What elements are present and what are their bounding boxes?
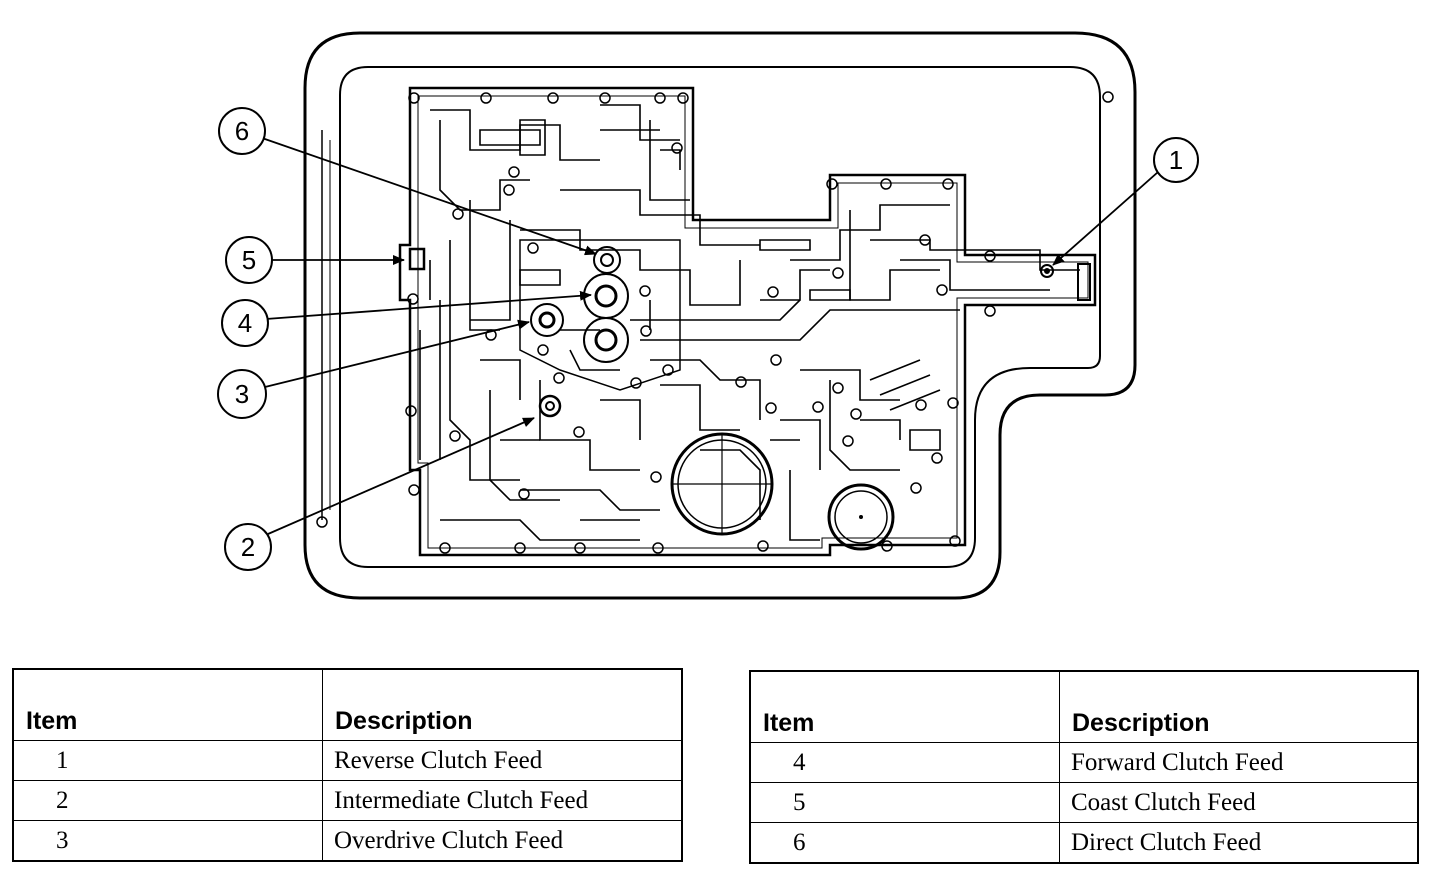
table-row: 4 Forward Clutch Feed: [749, 742, 1419, 783]
item-column-header: Item: [12, 668, 323, 741]
description-column-header: Description: [322, 668, 683, 741]
description-column-header: Description: [1059, 670, 1419, 743]
servo-bosses: [519, 239, 681, 418]
table-row: 2 Intermediate Clutch Feed: [12, 780, 683, 821]
callout-1: 1: [1153, 137, 1199, 183]
pan-inner-outline: [339, 66, 1101, 568]
legend-table-left: Item Description 1 Reverse Clutch Feed 2…: [12, 668, 683, 862]
leader-lines: [261, 137, 1159, 535]
table-row: 5 Coast Clutch Feed: [749, 782, 1419, 823]
svg-text:2: 2: [241, 532, 255, 562]
item-description: Reverse Clutch Feed: [322, 740, 683, 781]
item-number: 6: [749, 822, 1060, 864]
item-description: Intermediate Clutch Feed: [322, 780, 683, 821]
svg-text:3: 3: [235, 379, 249, 409]
callout-5: 5: [225, 236, 273, 284]
callout-3: 3: [217, 369, 267, 419]
item-number: 4: [749, 742, 1060, 783]
callout-2: 2: [224, 523, 272, 571]
item-number: 1: [12, 740, 323, 781]
item-description: Coast Clutch Feed: [1059, 782, 1419, 823]
valve-body-plate: [398, 86, 1097, 557]
table-header-row: Item Description: [749, 670, 1419, 743]
item-column-header: Item: [749, 670, 1060, 743]
svg-text:5: 5: [242, 245, 256, 275]
pan-outer-outline: [303, 31, 1137, 600]
table-row: 1 Reverse Clutch Feed: [12, 740, 683, 781]
item-number: 2: [12, 780, 323, 821]
accumulator-bores: [670, 432, 895, 551]
legend-table-right: Item Description 4 Forward Clutch Feed 5…: [749, 670, 1419, 864]
table-header-row: Item Description: [12, 668, 683, 741]
table-row: 6 Direct Clutch Feed: [749, 822, 1419, 864]
callout-6: 6: [218, 107, 266, 155]
callout-4: 4: [221, 299, 269, 347]
bolts: [316, 91, 1114, 554]
svg-text:6: 6: [235, 116, 249, 146]
fluid-passages: [419, 104, 1080, 541]
svg-text:1: 1: [1169, 145, 1183, 175]
table-row: 3 Overdrive Clutch Feed: [12, 820, 683, 862]
item-description: Forward Clutch Feed: [1059, 742, 1419, 783]
svg-text:4: 4: [238, 308, 252, 338]
valve-body-diagram: 1 2 3 4 5 6: [217, 31, 1199, 600]
item-description: Overdrive Clutch Feed: [322, 820, 683, 862]
item-description: Direct Clutch Feed: [1059, 822, 1419, 864]
item-number: 3: [12, 820, 323, 862]
item-number: 5: [749, 782, 1060, 823]
